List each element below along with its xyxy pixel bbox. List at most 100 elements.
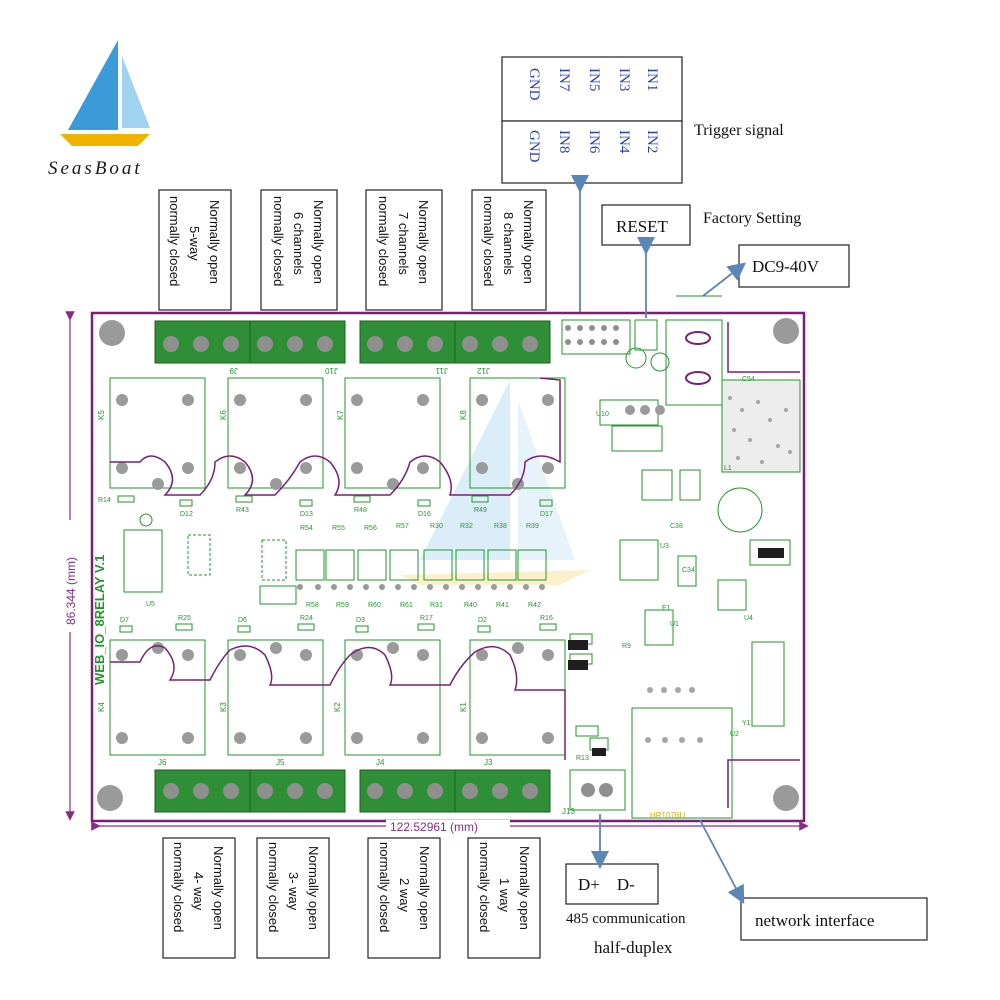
network-section: network interface bbox=[699, 819, 928, 941]
component-label: R30 bbox=[430, 523, 443, 530]
channel-labels-top: Normally open 5-way normally closed Norm… bbox=[158, 189, 547, 311]
component-label: R42 bbox=[528, 602, 541, 609]
rs485-box bbox=[565, 863, 659, 905]
rs485-section: D+ D- 485 communication half-duplex bbox=[565, 814, 686, 957]
optocoupler-row bbox=[295, 549, 547, 581]
component-label: R17 bbox=[420, 615, 433, 622]
connector-label: J6 bbox=[158, 758, 167, 767]
component-label: D7 bbox=[120, 617, 129, 624]
trigger-signal: IN1 IN3 IN5 IN7 GND IN2 IN4 IN6 IN8 GND … bbox=[501, 56, 784, 312]
svg-text:normally closed: normally closed bbox=[377, 842, 392, 932]
svg-text:2 way: 2 way bbox=[397, 878, 412, 912]
component-label: D13 bbox=[300, 511, 313, 518]
component-label: R25 bbox=[178, 615, 191, 622]
svg-text:4- way: 4- way bbox=[191, 872, 206, 911]
svg-text:normally closed: normally closed bbox=[266, 842, 281, 932]
svg-text:Normally open: Normally open bbox=[417, 846, 432, 930]
component-label: D16 bbox=[418, 511, 431, 518]
component-label: R41 bbox=[496, 602, 509, 609]
component-label: R38 bbox=[494, 523, 507, 530]
component-label: R58 bbox=[306, 602, 319, 609]
relay-label: K7 bbox=[336, 410, 345, 420]
component-label: Y1 bbox=[742, 720, 751, 727]
svg-text:normally closed: normally closed bbox=[477, 842, 492, 932]
trigger-pin: IN7 bbox=[556, 68, 572, 92]
trigger-pin: IN8 bbox=[556, 130, 572, 153]
reset-label: RESET bbox=[616, 217, 669, 236]
component-label: R56 bbox=[364, 525, 377, 532]
isolation-trace bbox=[110, 645, 566, 760]
component-label: R43 bbox=[236, 507, 249, 514]
power-section: DC9-40V bbox=[676, 244, 850, 297]
trigger-pin: IN2 bbox=[644, 130, 660, 153]
svg-text:3- way: 3- way bbox=[286, 872, 301, 911]
trigger-pin: IN1 bbox=[644, 68, 660, 91]
top-terminals: J9 J10 J11 J12 bbox=[154, 320, 551, 375]
relay-label: K1 bbox=[459, 702, 468, 712]
component-label: R48 bbox=[354, 507, 367, 514]
brand-name: SeasBoat bbox=[48, 158, 143, 179]
rs485-line1: 485 communication bbox=[566, 911, 686, 927]
component-label: C34 bbox=[682, 567, 695, 574]
mount-hole bbox=[97, 785, 123, 811]
svg-text:Normally open: Normally open bbox=[517, 846, 532, 930]
trigger-label: Trigger signal bbox=[694, 122, 784, 139]
relay-label: K5 bbox=[97, 410, 106, 420]
connector-label: J5 bbox=[276, 758, 285, 767]
trigger-pin: IN6 bbox=[586, 130, 602, 154]
component-label: U2 bbox=[730, 731, 739, 738]
power-label: DC9-40V bbox=[752, 257, 820, 276]
svg-text:Normally open: Normally open bbox=[211, 846, 226, 930]
component-label: L1 bbox=[724, 465, 732, 472]
component-label: D3 bbox=[356, 617, 365, 624]
connector-label: HR1076U bbox=[650, 811, 685, 820]
svg-text:normally closed: normally closed bbox=[271, 196, 286, 286]
trigger-pin: GND bbox=[526, 130, 542, 163]
component-label: R16 bbox=[540, 615, 553, 622]
component-label: D12 bbox=[180, 511, 193, 518]
component-label: U1 bbox=[670, 621, 679, 628]
svg-text:Normally open: Normally open bbox=[311, 200, 326, 284]
rs485-pins: D+ D- bbox=[578, 875, 635, 894]
channel-5-box bbox=[158, 189, 232, 311]
component-label: R14 bbox=[98, 497, 111, 504]
component-label: R32 bbox=[460, 523, 473, 530]
component-label: R24 bbox=[300, 615, 313, 622]
height-dimension: 86.344 (mm) bbox=[64, 557, 78, 625]
relay-label: K3 bbox=[219, 702, 228, 712]
connector-label: J4 bbox=[376, 758, 385, 767]
relay-label: K8 bbox=[459, 410, 468, 420]
svg-text:Normally open: Normally open bbox=[521, 200, 536, 284]
relay-label: K6 bbox=[219, 410, 228, 420]
component-label: R57 bbox=[396, 523, 409, 530]
connector-label: J13 bbox=[562, 807, 575, 816]
svg-text:Normally open: Normally open bbox=[207, 200, 222, 284]
component-label: D17 bbox=[540, 511, 553, 518]
component-label: C54 bbox=[742, 376, 755, 383]
channel-8-box bbox=[471, 189, 547, 311]
component-label: U4 bbox=[744, 615, 753, 622]
svg-text:6 channels: 6 channels bbox=[291, 212, 306, 275]
component-label: U5 bbox=[146, 601, 155, 608]
connector-label: J10 bbox=[325, 366, 338, 375]
board-name: WEB_IO_8RELAY V.1 bbox=[92, 555, 107, 685]
trigger-pin: IN4 bbox=[616, 130, 632, 154]
relay-label: K2 bbox=[333, 702, 342, 712]
rs485-line2: half-duplex bbox=[594, 938, 673, 957]
relay-label: K4 bbox=[97, 702, 106, 712]
mount-hole bbox=[773, 318, 799, 344]
pcb-board: J9 J10 J11 J12 J6 J5 J4 J3 bbox=[90, 311, 806, 823]
svg-text:normally closed: normally closed bbox=[167, 196, 182, 286]
right-electronics bbox=[561, 319, 801, 819]
svg-text:normally closed: normally closed bbox=[171, 842, 186, 932]
svg-text:5-way: 5-way bbox=[187, 226, 202, 261]
component-label: R60 bbox=[368, 602, 381, 609]
channel-2-box bbox=[367, 837, 441, 959]
component-label: R49 bbox=[474, 507, 487, 514]
component-label: R54 bbox=[300, 525, 313, 532]
network-label: network interface bbox=[755, 911, 874, 930]
connector-label: J3 bbox=[484, 758, 493, 767]
trigger-pin: IN3 bbox=[616, 68, 632, 91]
sail-icon bbox=[68, 40, 118, 130]
